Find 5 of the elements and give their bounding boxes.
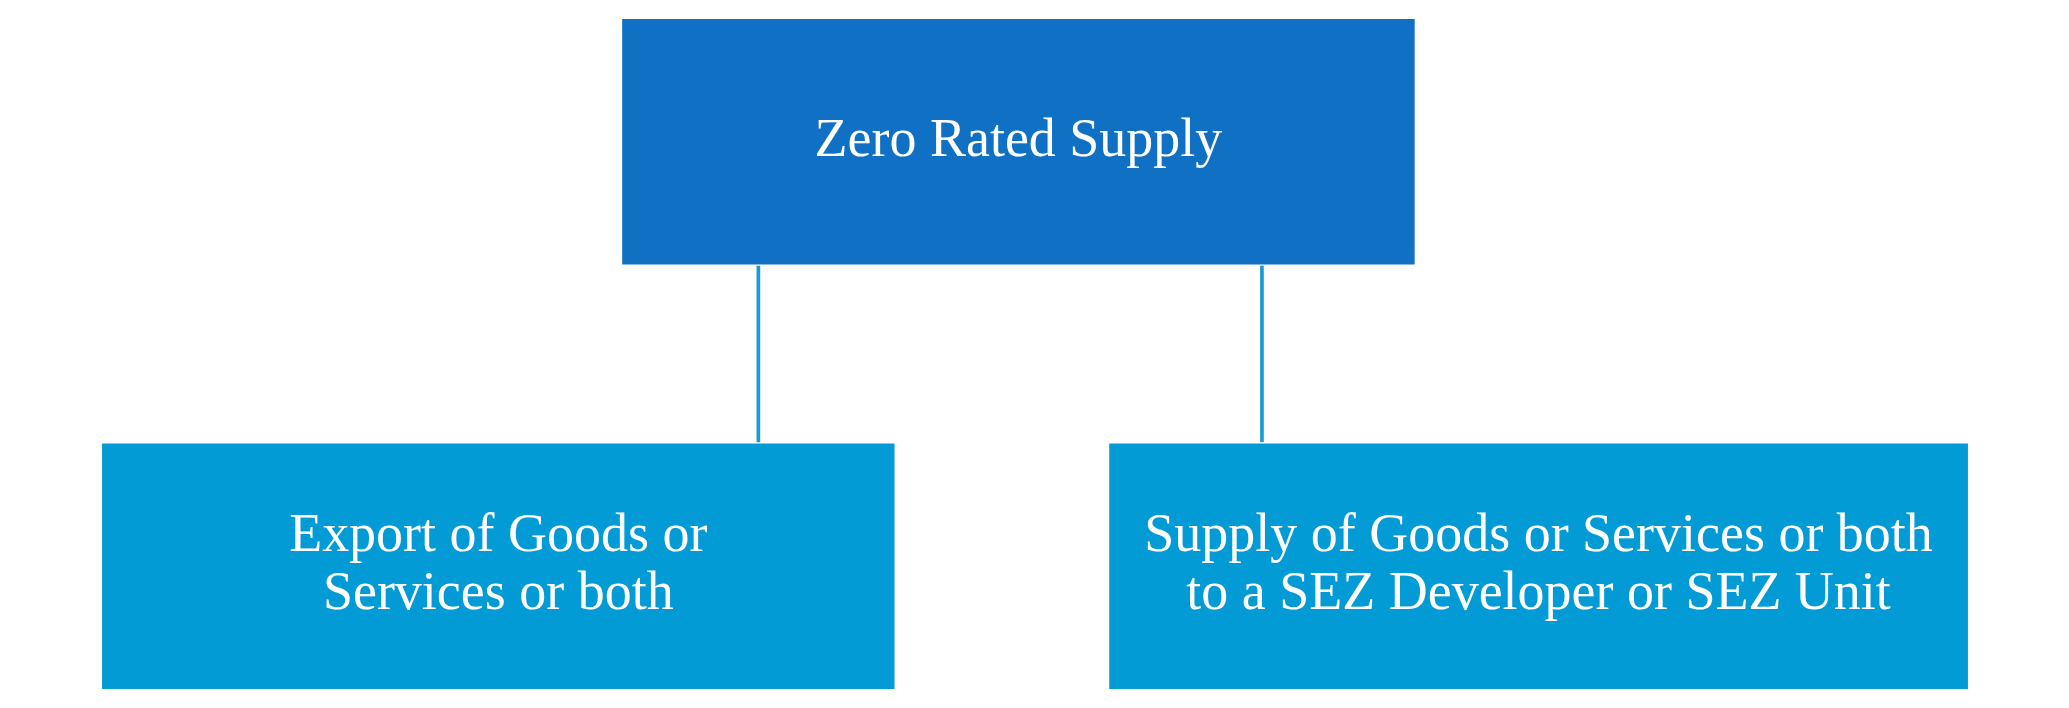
node-box: Export of Goods or Services or both xyxy=(99,441,897,692)
connector xyxy=(756,265,760,443)
connector xyxy=(1259,265,1264,443)
node-box: Zero Rated Supply xyxy=(619,16,1417,267)
node-box: Supply of Goods or Services or both to a SEZ Developer or SEZ Unit xyxy=(1106,441,1970,692)
